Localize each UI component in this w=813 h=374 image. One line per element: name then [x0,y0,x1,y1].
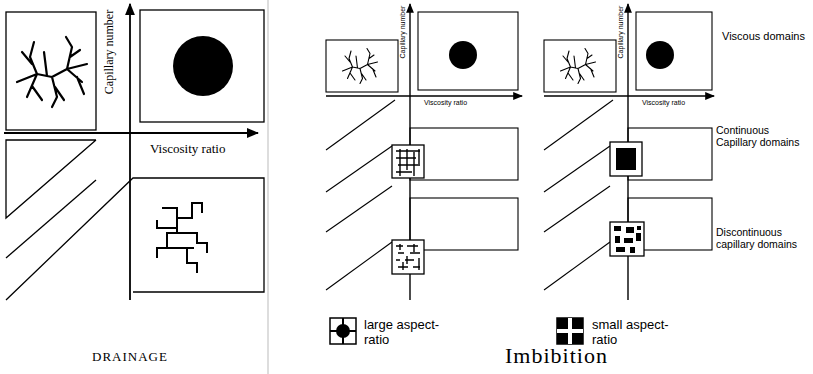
region-band [326,242,392,290]
region-box [410,198,518,250]
compact-front [449,41,477,69]
region-band [544,186,610,232]
region-band [544,242,610,290]
legend-label: large aspect-ratio [364,318,464,348]
legend-icon [557,318,583,344]
drainage-panel [4,4,264,300]
region-box [140,10,264,122]
imbibition-large-panel [326,4,522,300]
legend-icon [336,324,350,338]
discontinuous-domains [614,226,641,253]
viscous-fingering [343,49,378,84]
domain-label: Viscous domains [722,30,808,43]
axis-label: Capillary number [399,6,407,59]
region-box [326,40,398,92]
axis-label: Capillary number [617,6,625,59]
legend-icon [330,318,356,344]
panel-caption: Imbibition [505,343,608,368]
continuous-domain [616,148,636,170]
axis-viscosity [544,95,714,96]
imbibition-small-panel [544,4,714,300]
region-box [6,12,96,130]
region-band [326,100,395,150]
domain-label: Continuous Capillary domains [716,124,810,148]
axis-label: Viscosity ratio [424,99,467,107]
axis-viscosity [4,132,258,134]
region-band [6,180,96,258]
region-band [6,140,96,218]
region-band [326,186,392,232]
compact-front [646,41,674,69]
legend-icon [557,318,583,344]
region-band [6,178,264,300]
axis-label: Capillary number [103,10,117,94]
region-band [544,100,613,150]
axis-capillary [129,4,131,300]
pattern-square [610,222,644,256]
percolation-cluster [157,203,207,273]
domain-label: Discontinuous capillary domains [716,226,810,250]
region-box [418,12,518,90]
region-box [410,128,518,180]
region-band [326,146,392,192]
pattern-square [392,240,424,274]
region-box [636,12,712,90]
region-band [544,146,610,192]
axis-label: Viscosity ratio [150,142,225,157]
continuous-network [396,149,420,176]
axis-label: Viscosity ratio [642,99,685,107]
panel-divider [268,0,269,374]
discontinuous-network [396,244,420,270]
pattern-square [610,142,642,176]
panel-caption: DRAINAGE [92,350,168,365]
compact-front [173,36,233,96]
viscous-fingering [17,37,87,107]
axis-viscosity [326,95,522,96]
region-box [544,40,616,92]
viscous-fingering [561,49,596,84]
pattern-square [392,145,424,178]
legend-icon [330,318,356,344]
